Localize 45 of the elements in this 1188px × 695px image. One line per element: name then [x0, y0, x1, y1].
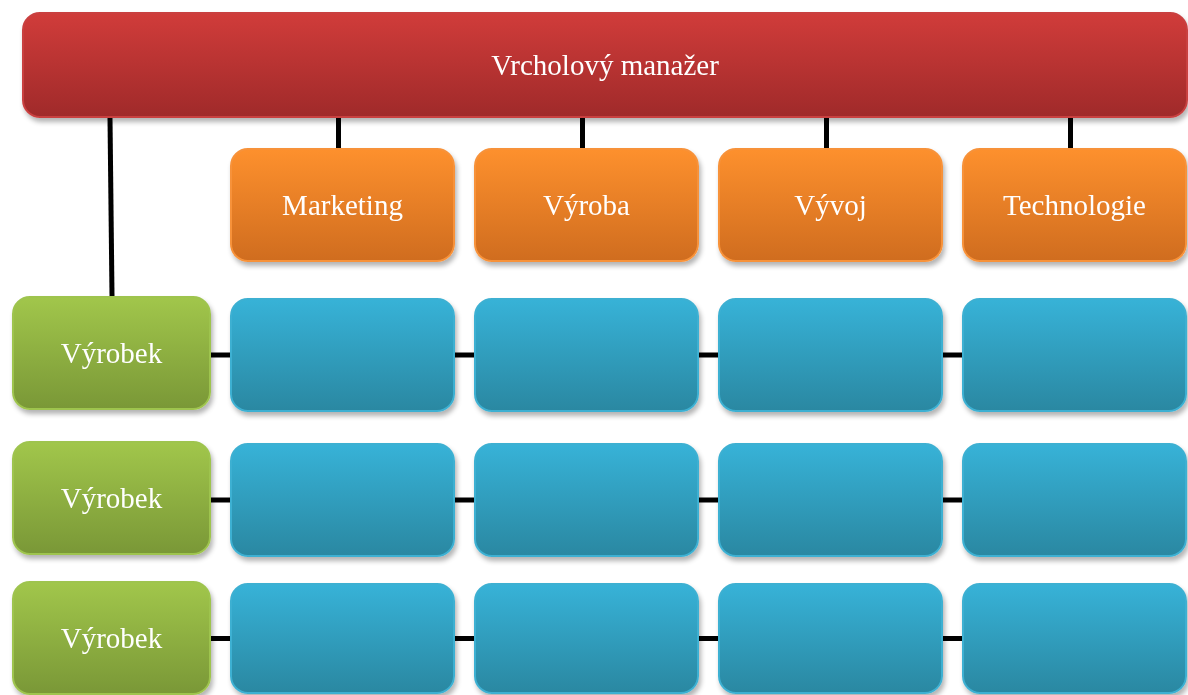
empty-box	[962, 443, 1187, 557]
department-box	[962, 148, 1187, 262]
department-box	[230, 148, 455, 262]
connector-line	[211, 352, 230, 358]
empty-box	[230, 443, 455, 557]
connector-line	[455, 497, 474, 503]
empty-box	[962, 583, 1187, 694]
empty-box	[718, 298, 943, 412]
product-box	[12, 441, 211, 555]
empty-box	[230, 583, 455, 694]
connector-line	[943, 636, 962, 641]
product-box	[12, 296, 211, 410]
connector-line	[943, 352, 962, 358]
node-label: Vývoj	[794, 188, 867, 222]
empty-box	[474, 583, 699, 694]
connector-line	[1068, 118, 1073, 148]
node-label: Výrobek	[60, 481, 163, 515]
empty-box	[474, 443, 699, 557]
node-label: Výrobek	[60, 336, 163, 370]
product-box	[12, 581, 211, 695]
connector-line	[455, 352, 474, 358]
empty-box	[474, 298, 699, 412]
connector-line	[824, 118, 829, 148]
department-box	[474, 148, 699, 262]
connector-line	[943, 497, 962, 503]
node-label: Vrcholový manažer	[491, 48, 719, 82]
manager-box	[22, 12, 1188, 118]
connector-line	[580, 118, 585, 148]
connector-line	[699, 352, 718, 358]
empty-box	[230, 298, 455, 412]
node-label: Marketing	[282, 188, 403, 222]
connector-line	[455, 636, 474, 641]
empty-box	[962, 298, 1187, 412]
node-label: Výroba	[543, 188, 630, 222]
connector-line	[336, 118, 341, 148]
connector-line	[211, 497, 230, 503]
department-box	[718, 148, 943, 262]
connector-line	[699, 636, 718, 641]
connector-line	[107, 117, 115, 297]
empty-box	[718, 443, 943, 557]
node-label: Technologie	[1003, 188, 1146, 222]
connector-line	[699, 497, 718, 503]
empty-box	[718, 583, 943, 694]
node-label: Výrobek	[60, 621, 163, 655]
connector-line	[211, 636, 230, 641]
